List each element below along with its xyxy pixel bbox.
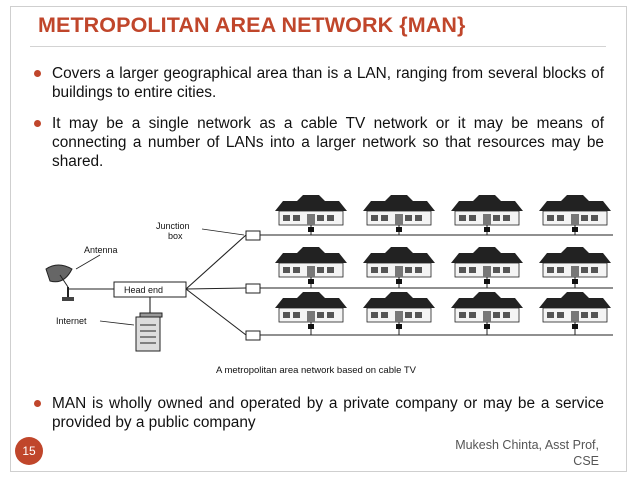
house-icon: [539, 195, 611, 235]
slide-frame: [10, 6, 627, 472]
trunk-line-2: [185, 287, 247, 290]
bullet-text: It may be a single network as a cable TV…: [52, 115, 604, 170]
slide-number-badge: 15: [15, 437, 43, 465]
house-icon: [275, 195, 347, 235]
internet-label: Internet: [56, 316, 87, 326]
house-icon: [539, 292, 611, 335]
server-icon: [135, 312, 163, 352]
author-credit: Mukesh Chinta, Asst Prof, CSE: [399, 437, 599, 469]
trunk-line-3: [185, 288, 247, 336]
house-icon: [363, 195, 435, 235]
title-divider: [30, 46, 606, 47]
cable-tv-network-diagram: Head end Junction box Antenna Internet: [45, 195, 613, 352]
head-end-label: Head end: [124, 285, 163, 295]
junction-box-2: [245, 283, 261, 294]
junction-box-3: [245, 330, 261, 341]
bullet-item-2: It may be a single network as a cable TV…: [34, 114, 604, 171]
junction-label: Junction: [156, 221, 190, 231]
bullet-item-1: Covers a larger geographical area than i…: [34, 64, 604, 102]
author-line-2: CSE: [573, 454, 599, 468]
diagram-caption: A metropolitan area network based on cab…: [216, 365, 416, 376]
bullet-dot-icon: [34, 120, 41, 127]
author-line-1: Mukesh Chinta, Asst Prof,: [455, 438, 599, 452]
antenna-pointer: [75, 254, 101, 270]
house-icon: [451, 292, 523, 335]
junction-pointer: [201, 228, 245, 236]
house-icon: [451, 195, 523, 235]
house-icon: [363, 292, 435, 335]
satellite-dish-icon: [45, 264, 74, 301]
head-end-box: [113, 281, 187, 298]
junction-box-label: box: [168, 231, 183, 241]
junction-box-1: [245, 230, 261, 241]
bullet-text: Covers a larger geographical area than i…: [52, 65, 604, 101]
antenna-label: Antenna: [84, 245, 118, 255]
house-icon: [275, 292, 347, 335]
bullet-item-3: MAN is wholly owned and operated by a pr…: [34, 394, 604, 432]
house-icon: [451, 247, 523, 288]
cable-lines: [68, 234, 613, 336]
bullet-dot-icon: [34, 70, 41, 77]
slide-title: METROPOLITAN AREA NETWORK {MAN}: [38, 13, 466, 37]
internet-pointer: [99, 320, 135, 326]
house-icon: [539, 247, 611, 288]
house-icon: [275, 247, 347, 288]
house-grid: [275, 195, 611, 335]
trunk-line-1: [185, 234, 247, 290]
house-icon: [363, 247, 435, 288]
bullet-dot-icon: [34, 400, 41, 407]
bullet-text: MAN is wholly owned and operated by a pr…: [52, 395, 604, 431]
